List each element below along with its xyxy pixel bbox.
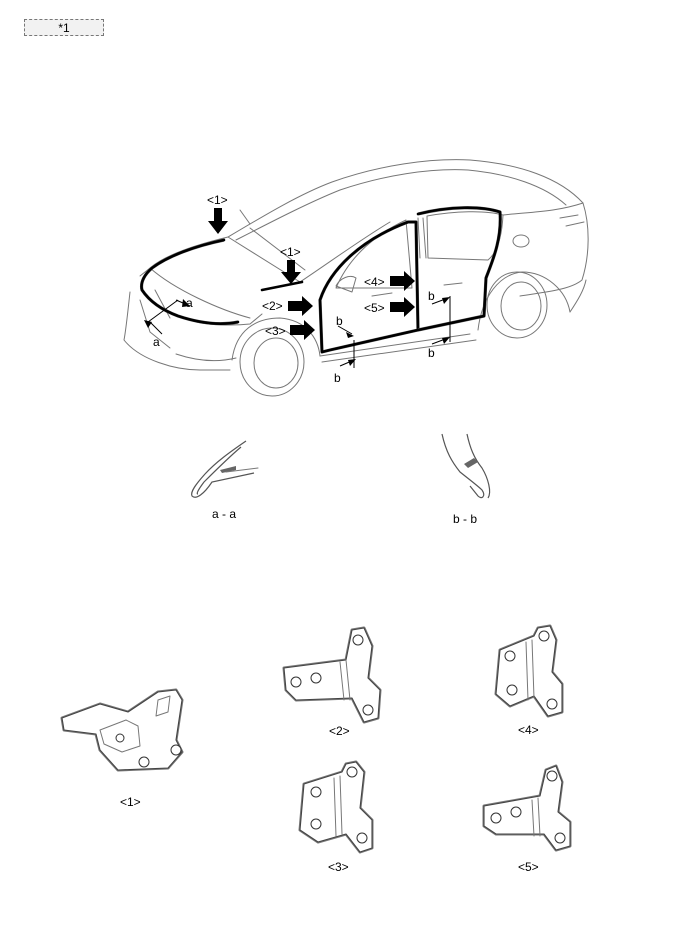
callout-1-fender: <1> [280, 245, 301, 259]
section-cut-marks [144, 296, 451, 368]
part-1-hood-hinge [60, 688, 184, 772]
section-mark-a-upper: a [186, 296, 193, 310]
figure-tag: *1 [24, 19, 104, 36]
part-label-3: <3> [328, 860, 349, 874]
part-label-1: <1> [120, 795, 141, 809]
part-label-2: <2> [329, 724, 350, 738]
part-5-hinge [482, 764, 572, 852]
section-mark-a-lower: a [153, 335, 160, 349]
callout-5: <5> [364, 301, 385, 315]
callout-4: <4> [364, 275, 385, 289]
callout-3: <3> [265, 324, 286, 338]
section-mark-b-rear-lower: b [428, 346, 435, 360]
section-mark-b-rear: b [428, 289, 435, 303]
section-label-bb: b - b [453, 512, 477, 526]
part-2-hinge [282, 626, 382, 724]
part-3-hinge [298, 760, 374, 854]
car-illustration [123, 159, 589, 397]
part-label-4: <4> [518, 723, 539, 737]
section-mark-b-front-lower: b [334, 371, 341, 385]
callout-arrows [208, 208, 415, 340]
part-label-5: <5> [518, 860, 539, 874]
section-view-bb [441, 433, 491, 499]
section-mark-b-front: b [336, 314, 343, 328]
section-view-aa [191, 440, 259, 498]
callout-2: <2> [262, 299, 283, 313]
callout-1-hood: <1> [207, 193, 228, 207]
part-4-hinge [494, 624, 564, 718]
section-label-aa: a - a [212, 507, 236, 521]
seal-highlights [139, 206, 502, 354]
